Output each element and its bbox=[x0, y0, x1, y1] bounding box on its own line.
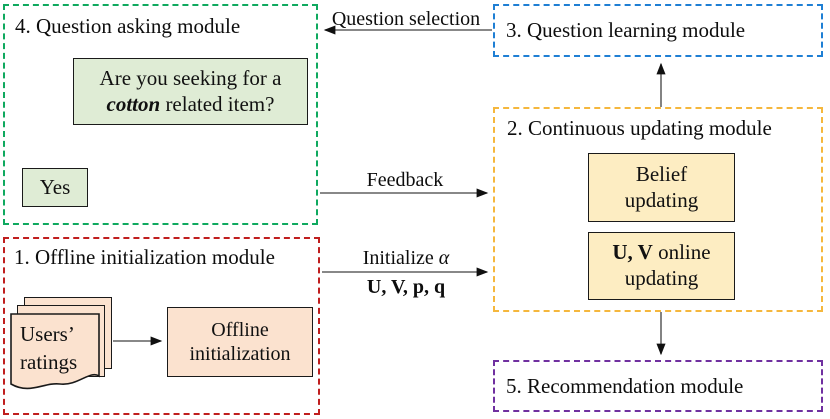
question-selection-label: Question selection bbox=[331, 8, 481, 30]
uv-online-updating-box: U, V online updating bbox=[588, 232, 735, 300]
offline-box-line1: Offline bbox=[211, 318, 269, 341]
module-continuous-updating-title: 2. Continuous updating module bbox=[507, 116, 772, 140]
module-offline-init-title: 1. Offline initialization module bbox=[14, 245, 275, 269]
module-question-learning-title: 3. Question learning module bbox=[506, 18, 746, 42]
paper-front-document-icon bbox=[10, 313, 100, 390]
belief-line2: updating bbox=[624, 187, 699, 212]
initialize-prefix: Initialize bbox=[362, 247, 439, 269]
uv-line1: U, V online bbox=[612, 240, 710, 266]
initialize-alpha-symbol: α bbox=[438, 247, 450, 269]
question-keyword: cotton bbox=[106, 91, 161, 116]
belief-updating-box: Belief updating bbox=[588, 153, 735, 222]
module-question-learning: 3. Question learning module bbox=[493, 4, 823, 57]
users-ratings-label: Users’ ratings bbox=[20, 320, 77, 377]
yes-label: Yes bbox=[39, 174, 71, 199]
initialize-alpha-label: Initialize α bbox=[322, 247, 490, 270]
question-line1: Are you seeking for a bbox=[99, 65, 282, 90]
module-recommendation-title: 5. Recommendation module bbox=[506, 373, 744, 398]
belief-line1: Belief bbox=[635, 161, 688, 186]
offline-initialization-box: Offline initialization bbox=[167, 307, 313, 377]
uv-rest: online bbox=[652, 240, 711, 265]
question-text-box: Are you seeking for a cotton related ite… bbox=[73, 58, 308, 125]
uv-line2: updating bbox=[624, 266, 699, 290]
module-recommendation: 5. Recommendation module bbox=[493, 360, 823, 412]
users-ratings-line1: Users’ bbox=[20, 322, 75, 346]
module-question-asking-title: 4. Question asking module bbox=[15, 14, 241, 38]
initialize-params-label: U, V, p, q bbox=[366, 276, 446, 298]
users-ratings-line2: ratings bbox=[20, 350, 78, 375]
uv-bold-part: U, V bbox=[612, 240, 653, 265]
yes-button[interactable]: Yes bbox=[22, 168, 88, 207]
offline-box-line2: initialization bbox=[189, 343, 291, 365]
question-line2-rest: related item? bbox=[160, 91, 275, 116]
feedback-label: Feedback bbox=[366, 169, 444, 191]
question-line2: cotton related item? bbox=[107, 92, 275, 118]
